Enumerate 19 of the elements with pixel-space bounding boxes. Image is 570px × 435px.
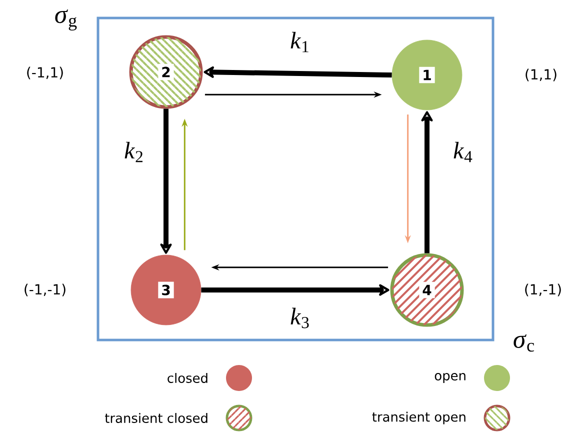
- edge-label: k$_{2}$: [124, 142, 142, 162]
- edge-label: k$_{4}$: [454, 142, 472, 162]
- edge-label: k$_{3}$: [290, 308, 309, 328]
- arrow: [421, 111, 433, 254]
- legend-label: open: [434, 373, 466, 383]
- axis-label: σ$_{c}$: [514, 334, 534, 352]
- coordinate-label: (1,-1): [525, 284, 561, 296]
- legend-label: closed: [168, 372, 208, 383]
- coordinate-label: (-1,-1): [24, 284, 66, 296]
- edge-label: k$_{1}$: [290, 32, 308, 52]
- state-circle: [129, 35, 203, 109]
- coordinate-label: (-1,1): [27, 66, 63, 80]
- legend-label: transient open: [372, 412, 466, 424]
- axis-label: σ$_{g}$: [55, 10, 77, 30]
- arrow: [160, 108, 172, 254]
- coordinate-label: (1,1): [526, 68, 556, 82]
- arrow: [201, 284, 390, 296]
- arrow: [204, 66, 392, 78]
- legend-label: transient closed: [104, 412, 208, 423]
